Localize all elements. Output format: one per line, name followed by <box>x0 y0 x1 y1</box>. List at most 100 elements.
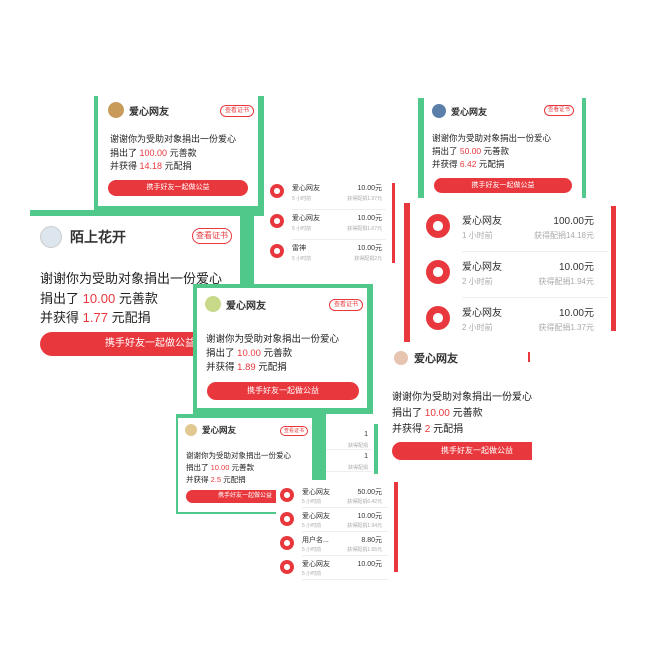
invite-friends-button[interactable]: 携手好友一起做公益 <box>186 490 304 503</box>
card-d: 爱心网友 查看证书 谢谢你为受助对象捐出一份爱心 捐出了 10.00 元善款 并… <box>197 288 367 408</box>
row-divider <box>302 507 388 508</box>
invite-friends-button[interactable]: 携手好友一起做公益 <box>434 178 572 193</box>
donor-name: 爱心网友 <box>462 262 502 273</box>
invite-friends-button[interactable]: 携手好友一起做公益 <box>392 442 532 460</box>
view-certificate-button[interactable]: 查看证书 <box>329 299 363 311</box>
thanks-text: 谢谢你为受助对象捐出一份爱心 <box>206 334 340 345</box>
thanks-text: 谢谢你为受助对象捐出一份爱心 <box>40 271 223 286</box>
donation-amount: 10.00元 <box>558 262 594 273</box>
match-line: 并获得 2 元配捐 <box>392 424 464 435</box>
user-avatar <box>394 351 408 365</box>
row-divider <box>292 239 386 240</box>
donor-name: 爱心网友 <box>302 513 330 520</box>
user-name: 陌上花开 <box>70 229 126 245</box>
donor-name: 爱心网友 <box>292 185 320 192</box>
donation-amount: 100.00元 <box>553 216 594 227</box>
card-a: 爱心网友 查看证书 谢谢你为受助对象捐出一份爱心 捐出了 100.00 元善款 … <box>98 96 258 206</box>
match-amount: 获得配捐1.97元 <box>347 196 382 202</box>
user-avatar <box>40 226 62 248</box>
donated-line: 捐出了 10.00 元善款 <box>186 463 254 472</box>
donation-amount: 10.00元 <box>357 215 382 222</box>
donated-line: 捐出了 10.00 元善款 <box>392 408 483 419</box>
user-name: 爱心网友 <box>414 353 458 365</box>
row-divider <box>302 579 388 580</box>
card-b-header: 爱心网友 <box>432 104 487 118</box>
donor-name: 爱心网友 <box>292 215 320 222</box>
donor-avatar <box>426 260 450 284</box>
donor-avatar <box>270 184 284 198</box>
card-e-edge <box>528 352 530 362</box>
match-amount: 获得配捐 <box>347 443 368 449</box>
card-f-header: 爱心网友 <box>185 424 236 436</box>
card-a-header: 爱心网友 <box>108 102 169 118</box>
match-line: 并获得 14.18 元配捐 <box>110 161 192 171</box>
match-amount: 获得配捐1.94元 <box>538 277 594 286</box>
donor-name: 爱心网友 <box>302 561 330 568</box>
match-amount: 获得配捐1.67元 <box>347 226 382 232</box>
donor-name: 爱心网友 <box>462 216 502 227</box>
list-right-bar-left <box>404 203 410 343</box>
donor-avatar <box>280 536 294 550</box>
match-amount: 获得配捐1.94元 <box>347 523 382 529</box>
user-name: 爱心网友 <box>129 106 169 118</box>
row-divider <box>302 555 388 556</box>
user-avatar <box>205 296 221 312</box>
match-line: 并获得 1.89 元配捐 <box>206 362 287 373</box>
donated-line: 捐出了 10.00 元善款 <box>206 348 293 359</box>
match-line: 并获得 2.5 元配捐 <box>186 475 246 484</box>
list-item: 爱心网友 5 小时前 10.00元获得配捐1.97元 <box>268 180 386 210</box>
view-certificate-button[interactable]: 查看证书 <box>192 228 232 244</box>
donated-line: 捐出了 100.00 元善款 <box>110 148 197 158</box>
list-right-bar-right <box>611 206 616 331</box>
view-certificate-button[interactable]: 查看证书 <box>280 426 308 436</box>
donation-amount: 1 <box>364 453 368 460</box>
match-amount: 获得配捐2元 <box>354 256 382 262</box>
donation-amount: 50.00元 <box>357 489 382 496</box>
donor-avatar <box>426 306 450 330</box>
invite-friends-button[interactable]: 携手好友一起做公益 <box>207 382 359 400</box>
thanks-text: 谢谢你为受助对象捐出一份爱心 <box>110 134 237 144</box>
match-amount: 获得配捐6.42元 <box>347 499 382 505</box>
card-e: 爱心网友 谢谢你为受助对象捐出一份爱心 捐出了 10.00 元善款 并获得 2 … <box>386 342 532 472</box>
donated-line: 捐出了 10.00 元善款 <box>40 291 158 306</box>
invite-friends-button[interactable]: 携手好友一起做公益 <box>108 180 248 196</box>
card-b: 爱心网友 查看证书 谢谢你为受助对象捐出一份爱心 捐出了 50.00 元善款 并… <box>424 98 582 198</box>
donation-amount: 10.00元 <box>357 245 382 252</box>
user-name: 爱心网友 <box>202 425 237 435</box>
thanks-text: 谢谢你为受助对象捐出一份爱心 <box>392 392 532 403</box>
donation-time: 5 小时前 <box>302 547 322 553</box>
donor-avatar <box>426 214 450 238</box>
row-divider <box>320 471 372 472</box>
match-amount: 获得配捐 <box>347 465 368 471</box>
donor-avatar <box>280 512 294 526</box>
view-certificate-button[interactable]: 查看证书 <box>220 105 254 117</box>
user-name: 爱心网友 <box>226 300 266 312</box>
view-certificate-button[interactable]: 查看证书 <box>544 105 574 116</box>
match-line: 并获得 1.77 元配捐 <box>40 310 151 325</box>
user-avatar <box>432 104 446 118</box>
donation-time: 5 小时前 <box>302 571 322 577</box>
donation-amount: 8.80元 <box>361 537 382 544</box>
donation-amount: 10.00元 <box>357 185 382 192</box>
donor-avatar <box>270 244 284 258</box>
card-e-header: 爱心网友 <box>394 350 458 366</box>
row-divider <box>292 209 386 210</box>
donation-time: 5 小时前 <box>292 196 312 202</box>
match-amount: 获得配捐1.37元 <box>538 323 594 332</box>
card-c-header: 陌上花开 <box>40 226 126 248</box>
donor-avatar <box>280 488 294 502</box>
thanks-text: 谢谢你为受助对象捐出一份爱心 <box>432 133 552 143</box>
donation-time: 5 小时前 <box>302 523 322 529</box>
donation-time: 2 小时前 <box>462 323 493 332</box>
match-line: 并获得 6.42 元配捐 <box>432 159 505 169</box>
